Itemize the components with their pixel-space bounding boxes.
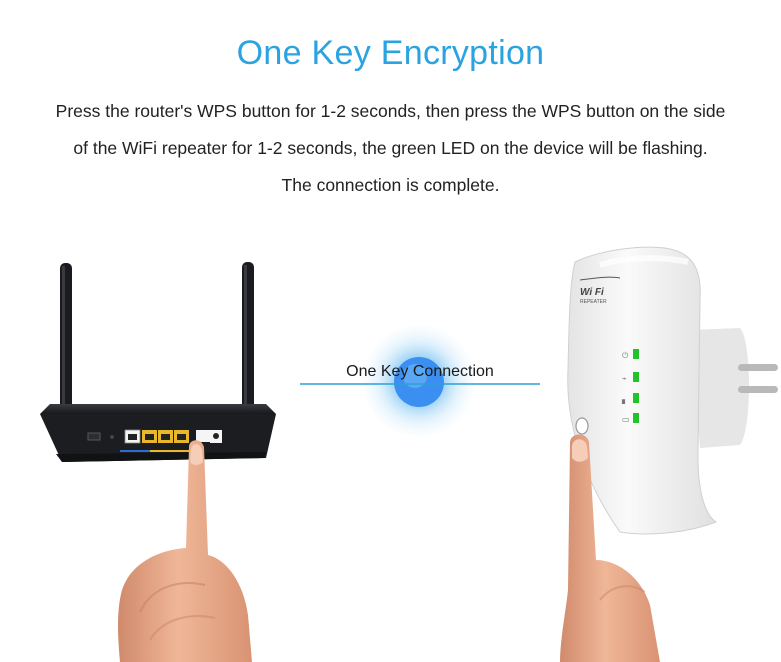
connection-label: One Key Connection [346,363,494,380]
instruction-line-1: Press the router's WPS button for 1-2 se… [55,101,726,121]
power-icon: ⏻ [622,351,629,360]
signal-icon: ▖ [621,395,628,404]
router [40,262,276,462]
router-wps-button [196,430,210,442]
wifi-repeater: Wi Fi REPEATER ⏻ ⌁ ▖ ▭ [567,246,778,535]
repeater-status-leds: ⏻ ⌁ ▖ ▭ [621,349,639,424]
router-usb-port [87,432,101,441]
repeater-logo: Wi Fi REPEATER [579,276,621,305]
repeater-wps-button [575,417,589,435]
page-title: One Key Encryption [236,34,545,72]
lan-icon: ▭ [622,415,630,424]
connection-indicator [300,325,540,437]
right-hand [560,434,660,662]
repeater-logo-brand: Wi Fi [580,287,604,298]
plug-pin-upper [738,364,778,371]
instruction-text: Press the router's WPS button for 1-2 se… [0,93,781,204]
router-lan-ports [124,429,189,444]
wps-icon: ⌁ [622,374,627,383]
router-antenna-right [242,262,254,422]
repeater-logo-sub: REPEATER [580,299,607,305]
left-hand [118,440,252,662]
plug-pin-lower [738,386,778,393]
router-antenna-left [60,263,72,421]
instruction-line-3: The connection is complete. [281,175,500,195]
instruction-line-2: of the WiFi repeater for 1-2 seconds, th… [73,138,708,158]
